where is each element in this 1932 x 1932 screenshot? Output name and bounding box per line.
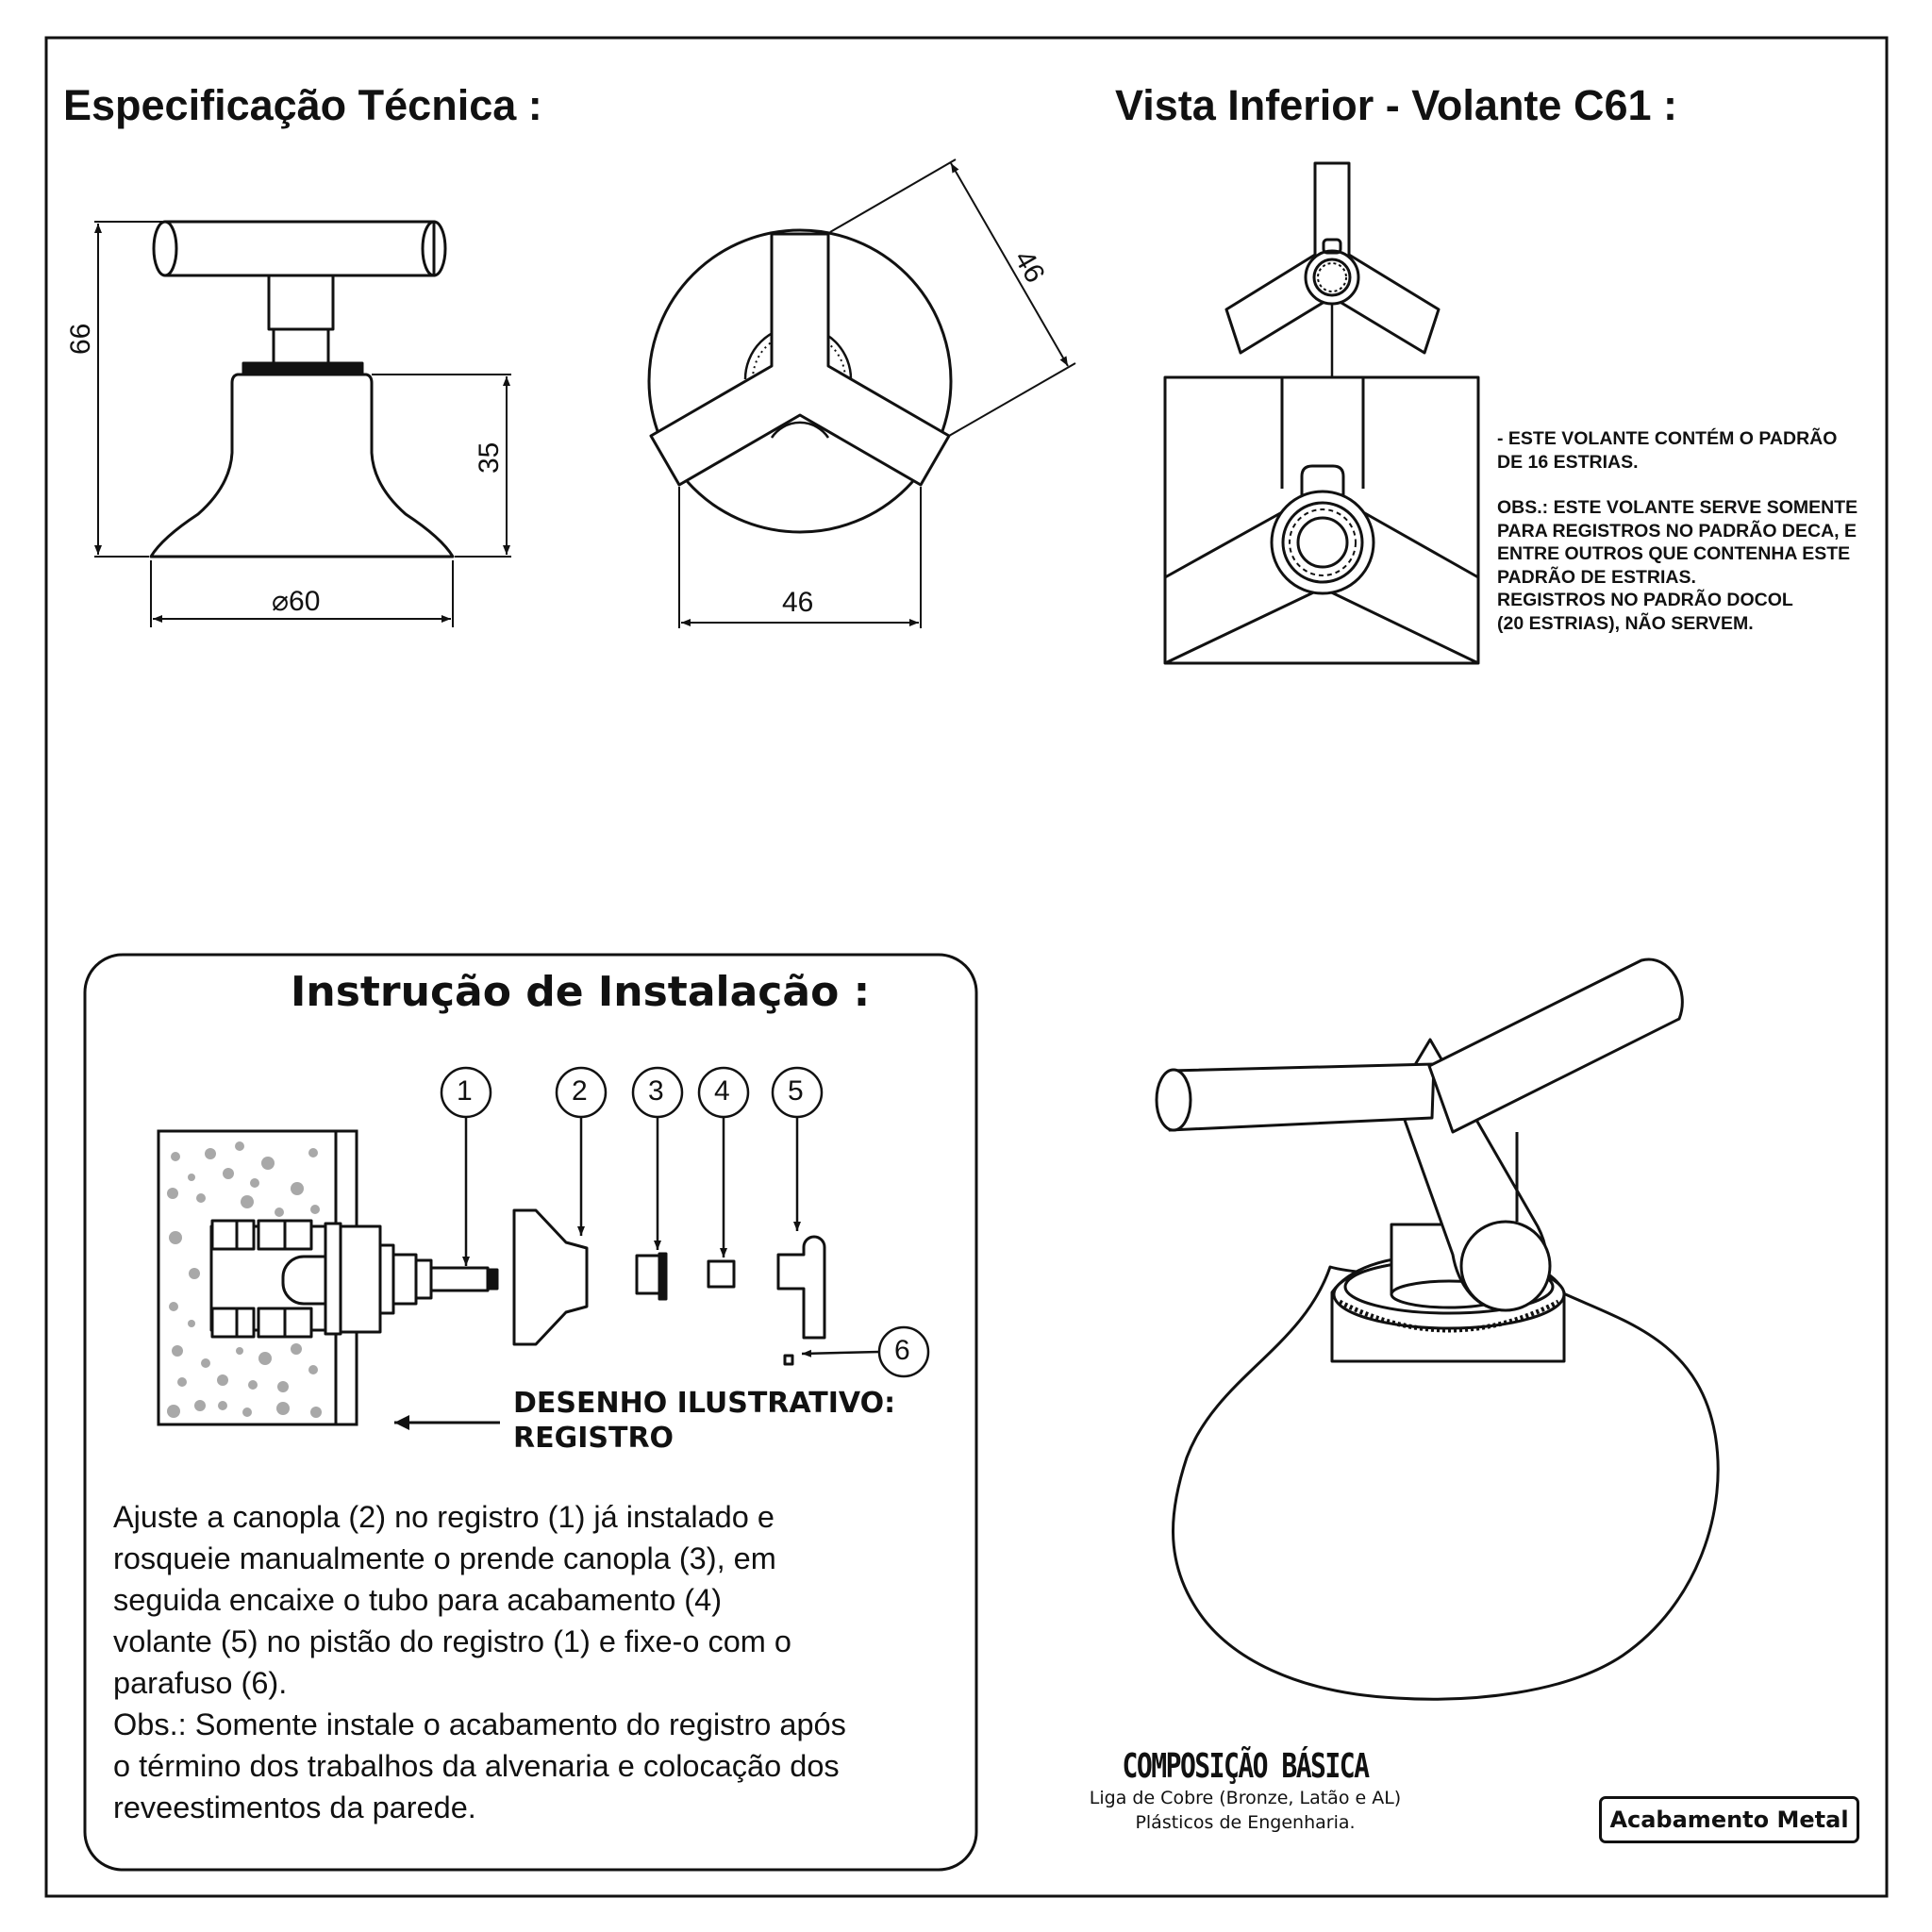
part-parafuso xyxy=(783,1354,794,1366)
instruction-line: o término dos trabalhos da alvenaria e c… xyxy=(113,1749,840,1783)
callout-label-5: 5 xyxy=(788,1075,804,1107)
top-view-drawing xyxy=(647,228,953,534)
composition-title: COMPOSIÇÃO BÁSICA xyxy=(1122,1747,1370,1786)
instruction-line: Ajuste a canopla (2) no registro (1) já … xyxy=(113,1500,774,1534)
instruction-line: seguida encaixe o tubo para acabamento (… xyxy=(113,1583,723,1617)
note-line: REGISTROS NO PADRÃO DOCOL xyxy=(1497,590,1793,610)
part-tubo xyxy=(707,1259,736,1289)
finish-badge: Acabamento Metal xyxy=(1599,1796,1859,1843)
note-line: PARA REGISTROS NO PADRÃO DECA, E xyxy=(1497,520,1857,541)
side-view-drawing xyxy=(149,220,455,558)
callout-label-2: 2 xyxy=(572,1075,588,1107)
note-line: - ESTE VOLANTE CONTÉM O PADRÃO xyxy=(1497,428,1838,449)
bottom-view-note: - ESTE VOLANTE CONTÉM O PADRÃO DE 16 EST… xyxy=(1497,427,1857,635)
dim-top-width: 46 xyxy=(782,587,814,618)
install-box xyxy=(83,953,978,1872)
caption-line: REGISTRO xyxy=(513,1422,675,1455)
callout-label-4: 4 xyxy=(714,1075,730,1107)
note-line: PADRÃO DE ESTRIAS. xyxy=(1497,566,1696,588)
note-gap xyxy=(1497,474,1857,496)
dim-base-diameter: ⌀60 xyxy=(272,586,321,617)
note-line: (20 ESTRIAS), NÃO SERVEM. xyxy=(1497,612,1754,634)
caption-line: DESENHO ILUSTRATIVO: xyxy=(513,1387,896,1420)
note-line: DE 16 ESTRIAS. xyxy=(1497,451,1639,473)
instruction-line: reveestimentos da parede. xyxy=(113,1790,476,1824)
composition-block: COMPOSIÇÃO BÁSICA Liga de Cobre (Bronze,… xyxy=(1057,1747,1434,1835)
composition-line: Liga de Cobre (Bronze, Latão e AL) xyxy=(1089,1788,1402,1808)
bottom-view-handle xyxy=(1224,161,1441,377)
callout-label-3: 3 xyxy=(648,1075,664,1107)
callout-circles xyxy=(440,1066,930,1378)
bottom-view-detail xyxy=(1163,375,1480,665)
install-title: Instrução de Instalação : xyxy=(291,968,871,1016)
part-prende-canopla xyxy=(635,1254,661,1295)
spec-title: Especificação Técnica : xyxy=(63,81,542,129)
note-line: ENTRE OUTROS QUE CONTENHA ESTE xyxy=(1497,543,1851,564)
top-view-dimensions xyxy=(678,158,1076,628)
valve-registro xyxy=(209,1219,499,1339)
instruction-line: parafuso (6). xyxy=(113,1666,288,1700)
part-volante xyxy=(776,1235,826,1340)
sheet-border xyxy=(44,36,1889,1898)
note-line: OBS.: ESTE VOLANTE SERVE SOMENTE xyxy=(1497,497,1858,518)
instruction-line: volante (5) no pistão do registro (1) e … xyxy=(113,1624,791,1658)
dim-base-height: 35 xyxy=(474,441,505,474)
install-instructions: Ajuste a canopla (2) no registro (1) já … xyxy=(113,1496,846,1828)
part-canopla xyxy=(512,1208,589,1346)
illustration-caption: DESENHO ILUSTRATIVO: REGISTRO xyxy=(513,1386,895,1456)
callout-label-6: 6 xyxy=(894,1335,910,1366)
dim-height-total: 66 xyxy=(65,323,96,355)
instruction-line: Obs.: Somente instale o acabamento do re… xyxy=(113,1707,846,1741)
exploded-parts xyxy=(512,1208,826,1366)
bottom-view-title: Vista Inferior - Volante C61 : xyxy=(1115,81,1677,129)
isometric-view xyxy=(1155,958,1720,1701)
callout-arrows xyxy=(394,1117,880,1430)
side-view-dimensions xyxy=(94,221,511,627)
instruction-line: rosqueie manualmente o prende canopla (3… xyxy=(113,1541,776,1575)
composition-line: Plásticos de Engenharia. xyxy=(1135,1812,1356,1833)
callout-label-1: 1 xyxy=(457,1075,473,1107)
